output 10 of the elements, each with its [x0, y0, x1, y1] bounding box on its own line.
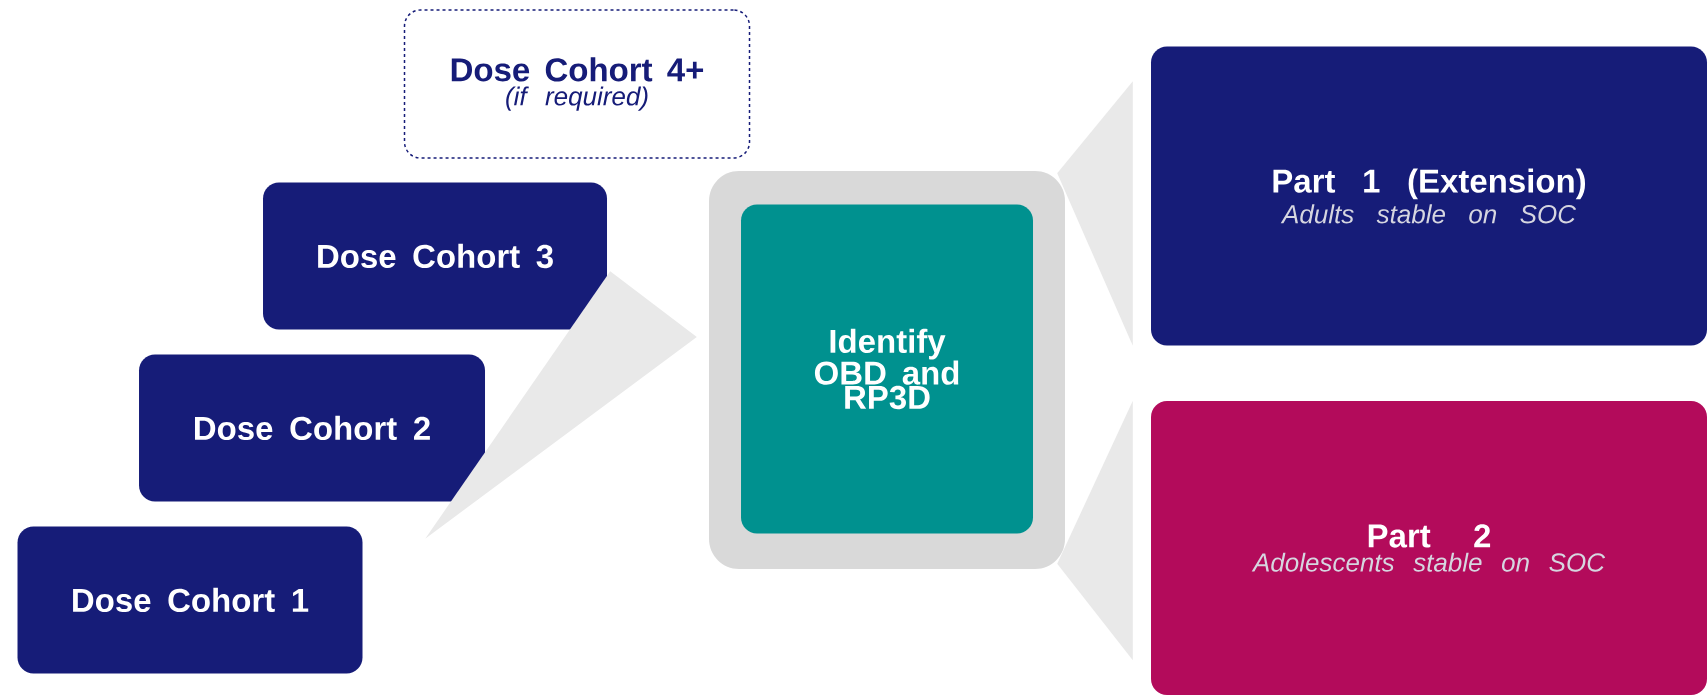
cohort-box: Dose Cohort 2	[139, 354, 485, 502]
funnel-wedge	[1057, 400, 1133, 661]
funnel-wedge	[425, 271, 697, 539]
cohort-box: Dose Cohort 1	[17, 526, 363, 674]
cohort-box: Dose Cohort 3	[263, 182, 607, 330]
funnel-wedge	[1057, 81, 1133, 346]
part-box: Part 2 Adolescents stable on SOC	[1151, 401, 1707, 695]
process-box: Identify OBD and RP3D	[741, 204, 1033, 534]
part-box: Part 1 (Extension) Adults stable on SOC	[1151, 46, 1707, 346]
dashed-box: Dose Cohort 4+ (if required)	[403, 9, 751, 159]
